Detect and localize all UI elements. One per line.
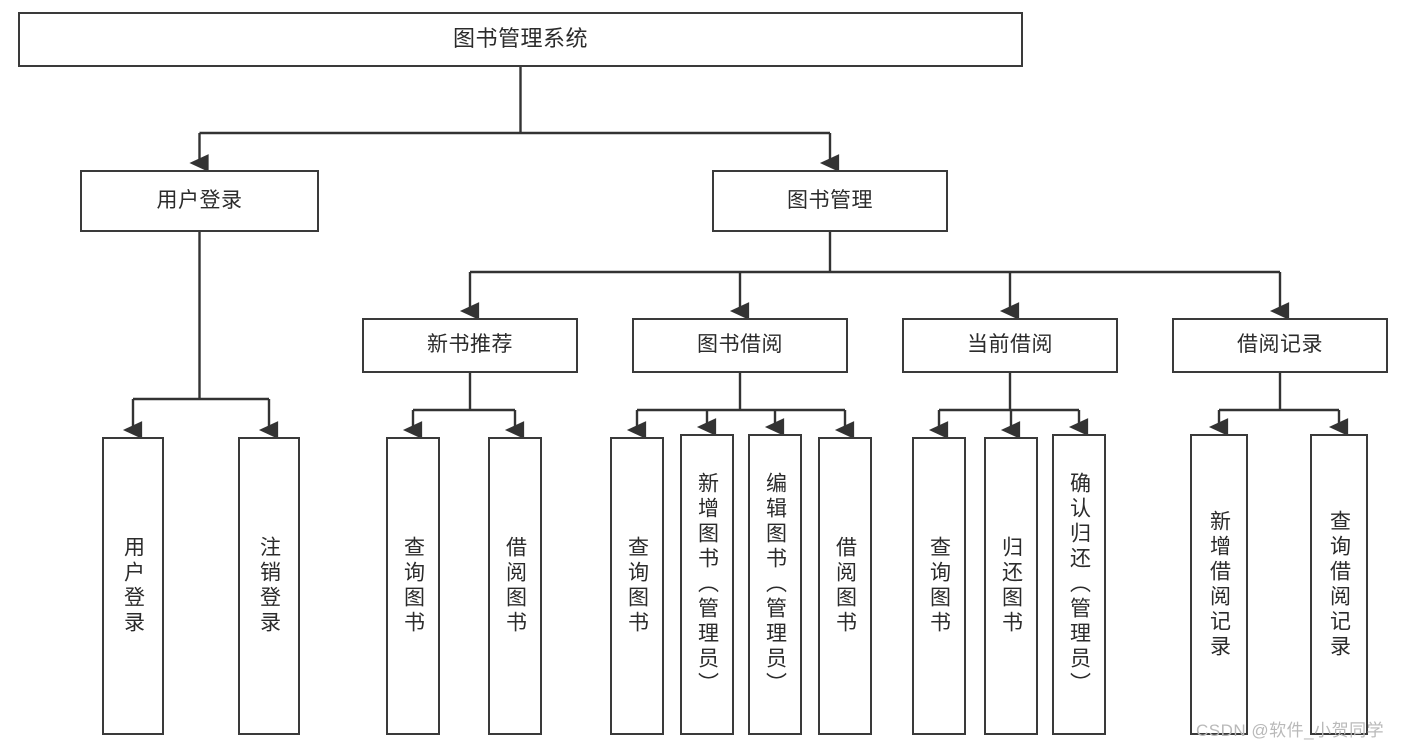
node-label: 查询借阅记录: [1327, 509, 1351, 660]
node-label: 图书借阅: [697, 333, 783, 357]
node-label: 编辑图书（管理员）: [763, 472, 787, 697]
node-book-borrow[interactable]: 图书借阅: [632, 318, 848, 373]
node-label: 确认归还（管理员）: [1067, 472, 1091, 697]
node-new-book-recommend[interactable]: 新书推荐: [362, 318, 578, 373]
node-label: 注销登录: [257, 536, 281, 636]
node-leaf-edit-book-admin[interactable]: 编辑图书（管理员）: [748, 434, 802, 735]
node-label: 图书管理: [787, 188, 873, 212]
node-label: 查询图书: [625, 536, 649, 636]
node-label: 新增借阅记录: [1207, 509, 1231, 660]
node-leaf-user-login[interactable]: 用户登录: [102, 437, 164, 735]
node-label: 借阅图书: [833, 536, 857, 636]
node-label: 查询图书: [927, 536, 951, 636]
node-leaf-return-book[interactable]: 归还图书: [984, 437, 1038, 735]
node-borrow-records[interactable]: 借阅记录: [1172, 318, 1388, 373]
node-root[interactable]: 图书管理系统: [18, 12, 1023, 67]
node-label: 归还图书: [999, 536, 1023, 636]
node-label: 借阅图书: [503, 536, 527, 636]
node-leaf-borrow-book[interactable]: 借阅图书: [818, 437, 872, 735]
node-label: 图书管理系统: [452, 26, 588, 52]
node-label: 借阅记录: [1237, 333, 1323, 357]
node-leaf-query-borrow-record[interactable]: 查询借阅记录: [1310, 434, 1368, 735]
node-label: 查询图书: [401, 536, 425, 636]
node-label: 当前借阅: [967, 333, 1053, 357]
node-leaf-borrow-book-rec[interactable]: 借阅图书: [488, 437, 542, 735]
node-label: 新书推荐: [427, 333, 513, 357]
node-leaf-add-book-admin[interactable]: 新增图书（管理员）: [680, 434, 734, 735]
node-leaf-query-book-borrow[interactable]: 查询图书: [610, 437, 664, 735]
node-current-borrow[interactable]: 当前借阅: [902, 318, 1118, 373]
node-book-management[interactable]: 图书管理: [712, 170, 948, 232]
node-user-login[interactable]: 用户登录: [80, 170, 319, 232]
node-leaf-user-logout[interactable]: 注销登录: [238, 437, 300, 735]
node-label: 用户登录: [156, 188, 243, 212]
node-label: 新增图书（管理员）: [695, 472, 719, 697]
csdn-watermark: CSDN @软件_小贺同学: [1196, 721, 1385, 740]
node-leaf-add-borrow-record[interactable]: 新增借阅记录: [1190, 434, 1248, 735]
node-label: 用户登录: [121, 536, 145, 636]
node-leaf-query-book-rec[interactable]: 查询图书: [386, 437, 440, 735]
node-leaf-confirm-return-admin[interactable]: 确认归还（管理员）: [1052, 434, 1106, 735]
node-leaf-query-book-current[interactable]: 查询图书: [912, 437, 966, 735]
